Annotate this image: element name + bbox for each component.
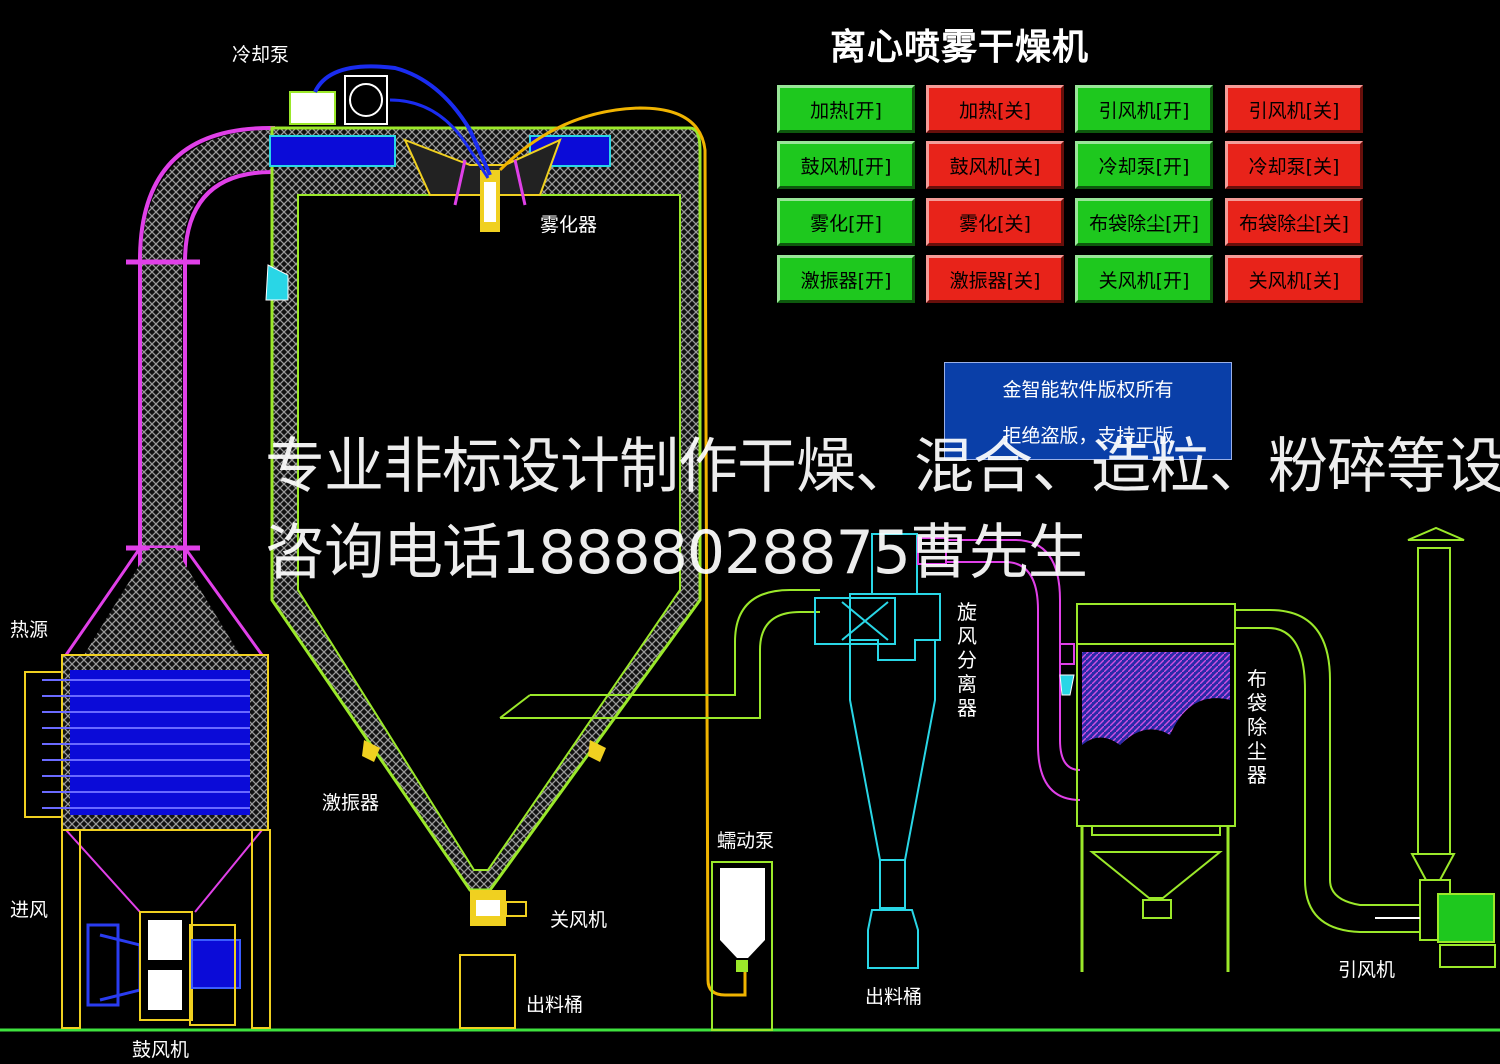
cooling-pump-on-button[interactable]: 冷却泵[开] [1075, 141, 1213, 189]
bag-filter [1059, 603, 1420, 972]
atomizer-label: 雾化器 [540, 214, 598, 236]
atomize-on-button[interactable]: 雾化[开] [777, 198, 915, 246]
airlock-on-button[interactable]: 关风机[开] [1075, 255, 1213, 303]
heat-source-label: 热源 [10, 619, 49, 641]
copyright-panel: 金智能软件版权所有 拒绝盗版，支持正版 [944, 362, 1232, 460]
peristaltic-pump-label: 蠕动泵 [717, 830, 775, 852]
cooling-pump-label: 冷却泵 [232, 44, 290, 66]
vibrator-off-button[interactable]: 激振器[关] [926, 255, 1064, 303]
bag-filter-on-button[interactable]: 布袋除尘[开] [1075, 198, 1213, 246]
airlock-label: 关风机 [550, 909, 608, 931]
outlet-bucket-2-label: 出料桶 [865, 986, 923, 1008]
air-inlet-label: 进风 [10, 899, 49, 921]
vibrator-label: 激振器 [322, 792, 380, 814]
blower-unit [86, 911, 241, 1026]
heat-source [24, 654, 271, 1029]
blower-label: 鼓风机 [132, 1039, 190, 1061]
feed-line [498, 106, 773, 1031]
drying-tower [265, 126, 702, 1029]
blower-off-button[interactable]: 鼓风机[关] [926, 141, 1064, 189]
induced-fan-on-button[interactable]: 引风机[开] [1075, 85, 1213, 133]
tower-to-cyclone-duct [499, 589, 820, 719]
induced-fan-chimney [1375, 526, 1496, 968]
copyright-line-2: 拒绝盗版，支持正版 [1002, 425, 1174, 447]
cyclone-separator [814, 533, 947, 969]
copyright-line-1: 金智能软件版权所有 [1002, 379, 1174, 401]
watermark-line-2: 咨询电话18888028875曹先生 [265, 518, 1088, 588]
cooling-pump [289, 64, 492, 179]
bag-filter-off-button[interactable]: 布袋除尘[关] [1225, 198, 1363, 246]
vibrator-on-button[interactable]: 激振器[开] [777, 255, 915, 303]
bag-filter-label: 布袋除尘器 [1247, 667, 1267, 787]
cooling-pump-off-button[interactable]: 冷却泵[关] [1225, 141, 1363, 189]
heat-on-button[interactable]: 加热[开] [777, 85, 915, 133]
airlock-off-button[interactable]: 关风机[关] [1225, 255, 1363, 303]
induced-fan-label: 引风机 [1338, 959, 1396, 981]
blower-on-button[interactable]: 鼓风机[开] [777, 141, 915, 189]
heat-off-button[interactable]: 加热[关] [926, 85, 1064, 133]
hot-air-duct [64, 126, 275, 656]
cyclone-label: 旋风分离器 [957, 600, 977, 720]
induced-fan-off-button[interactable]: 引风机[关] [1225, 85, 1363, 133]
watermark-line-1: 专业非标设计制作干燥、混合、造粒、粉碎等设备 [265, 432, 1500, 502]
page-title: 离心喷雾干燥机 [830, 27, 1090, 68]
outlet-bucket-1-label: 出料桶 [526, 994, 584, 1016]
atomize-off-button[interactable]: 雾化[关] [926, 198, 1064, 246]
cyclone-to-bag-duct [946, 539, 1081, 801]
